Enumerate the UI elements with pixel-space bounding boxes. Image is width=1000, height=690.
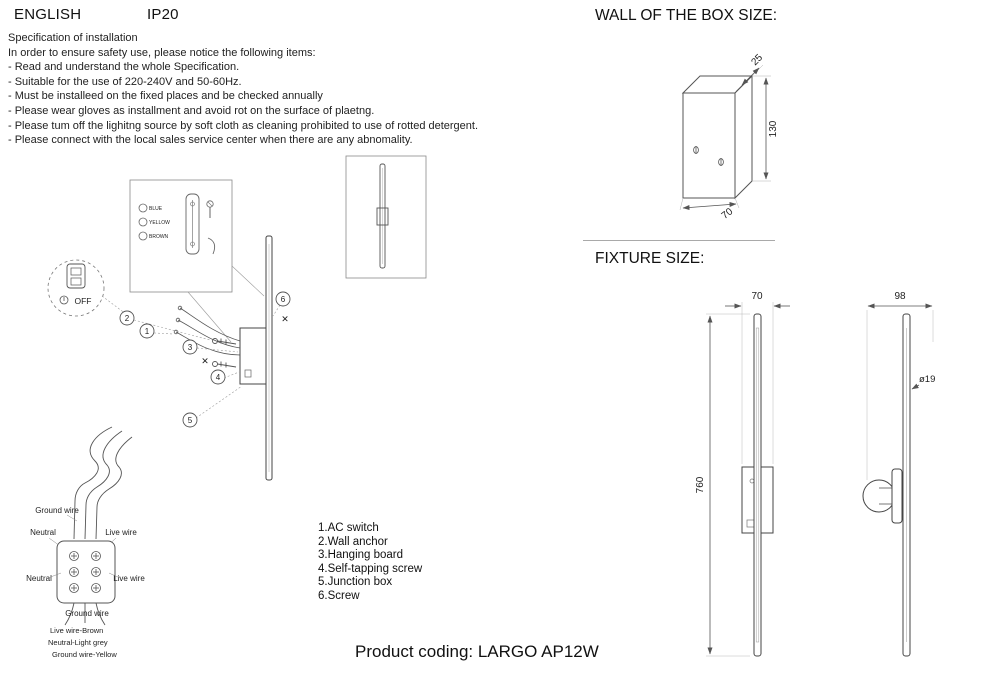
ground-wire-bottom-label: Ground wire	[65, 609, 109, 618]
off-label: OFF	[75, 296, 92, 306]
callouts: 2 1 3 4 5 6	[119, 291, 291, 428]
callout-5: 5	[188, 416, 193, 425]
legend-neutral: Neutral-Light grey	[48, 638, 108, 647]
live-wire-bottom-label: Live wire	[113, 574, 145, 583]
dim-tube-diameter: ø19	[911, 374, 935, 390]
wall-bracket	[239, 327, 268, 385]
wall-mount-side	[862, 468, 903, 524]
junction-box-3d	[681, 74, 754, 200]
dim-box-width: 70	[679, 197, 740, 222]
ground-wire-top-label: Ground wire	[35, 506, 79, 515]
screw-detail	[206, 200, 214, 218]
dim-side-width-label: 98	[894, 291, 906, 302]
fixture-front-view: 70 760	[695, 291, 790, 657]
neutral-bottom-label: Neutral	[26, 574, 52, 583]
spec-item: - Suitable for the use of 220-240V and 5…	[8, 75, 242, 88]
spec-item: - Read and understand the whole Specific…	[8, 61, 240, 74]
legend-ground: Ground wire-Yellow	[52, 650, 117, 659]
callout-6: 6	[281, 295, 286, 304]
dim-fixture-depth: 98	[867, 291, 933, 309]
dim-fixture-height-label: 760	[695, 476, 706, 493]
part-item: 4.Self-tapping screw	[318, 562, 423, 575]
specification-title: Specification of installation	[8, 32, 138, 44]
fixture-section-title: FIXTURE SIZE:	[595, 250, 705, 267]
ac-switch-detail: OFF	[47, 259, 135, 321]
live-wire-top-label: Live wire	[105, 528, 137, 537]
connection-wires	[173, 305, 241, 356]
part-item: 5.Junction box	[318, 576, 393, 588]
legend-live: Live wire-Brown	[50, 626, 103, 635]
callout-4: 4	[216, 373, 221, 382]
specification-intro: In order to ensure safety use, please no…	[8, 46, 316, 59]
hanging-board-detail	[185, 193, 200, 255]
fixture-side-view: 98 ø19	[862, 291, 935, 657]
dim-box-height: 130	[752, 75, 779, 182]
wire-blue-label: BLUE	[149, 206, 163, 212]
section-divider	[583, 240, 775, 241]
wire-yellow-label: YELLOW	[149, 220, 170, 226]
neutral-top-label: Neutral	[30, 528, 56, 537]
parts-list: 1.AC switch 2.Wall anchor 3.Hanging boar…	[318, 522, 422, 603]
dim-width-label: 70	[720, 206, 736, 222]
spec-item: - Must be installeed on the fixed places…	[8, 90, 323, 103]
dim-front-width-label: 70	[751, 291, 763, 302]
callout-1: 1	[145, 327, 150, 336]
terminals	[69, 551, 101, 593]
junction-box	[56, 540, 116, 604]
callout-3: 3	[188, 343, 193, 352]
part-item: 6.Screw	[318, 589, 360, 602]
wire-color-legend: Live wire-Brown Neutral-Light grey Groun…	[48, 626, 117, 659]
wall-box-section-title: WALL OF THE BOX SIZE:	[595, 7, 778, 24]
dim-depth-label: 25	[749, 52, 765, 68]
main-assembly	[173, 235, 273, 481]
installation-assembly-diagram: BLUE YELLOW BROWN	[47, 155, 427, 481]
language-label: ENGLISH	[14, 6, 82, 23]
extension-lines	[706, 302, 774, 657]
lamp-tube-front	[753, 313, 762, 657]
part-item: 3.Hanging board	[318, 549, 404, 561]
fixture-wires	[64, 602, 106, 626]
dim-height-label: 130	[768, 120, 779, 137]
power-icon	[59, 295, 69, 305]
spec-item: - Please tum off the lighitng source by …	[8, 119, 479, 132]
screw-holes	[693, 146, 724, 166]
dim-fixture-width: 70	[725, 291, 790, 309]
lamp-tube-side	[902, 313, 911, 657]
mounting-screws	[212, 338, 237, 368]
clip-hook	[207, 237, 216, 255]
supply-wires	[73, 426, 133, 540]
lamp-overview-box	[345, 155, 427, 279]
dim-diameter-label: ø19	[919, 374, 935, 385]
part-item: 1.AC switch	[318, 522, 379, 534]
x-mark: ✕	[281, 314, 289, 324]
wall-box-diagram: 25 130 70	[679, 52, 779, 222]
product-coding: Product coding: LARGO AP12W	[355, 642, 599, 661]
spec-item: - Please connect with the local sales se…	[8, 134, 413, 147]
wire-brown-label: BROWN	[149, 234, 169, 240]
specification-block: Specification of installation In order t…	[8, 31, 548, 148]
switch-body	[66, 263, 86, 289]
part-item: 2.Wall anchor	[318, 535, 388, 548]
x-mark: ✕	[201, 356, 209, 366]
dim-fixture-height: 760	[695, 315, 713, 655]
ip-rating-label: IP20	[147, 6, 179, 23]
callout-2: 2	[125, 314, 130, 323]
spec-item: - Please wear gloves as installment and …	[8, 104, 375, 117]
extension-lines	[866, 310, 934, 480]
wiring-diagram: Ground wire Neutral Live wire Neutral Li…	[26, 426, 145, 659]
wiring-detail-box: BLUE YELLOW BROWN	[129, 179, 265, 343]
